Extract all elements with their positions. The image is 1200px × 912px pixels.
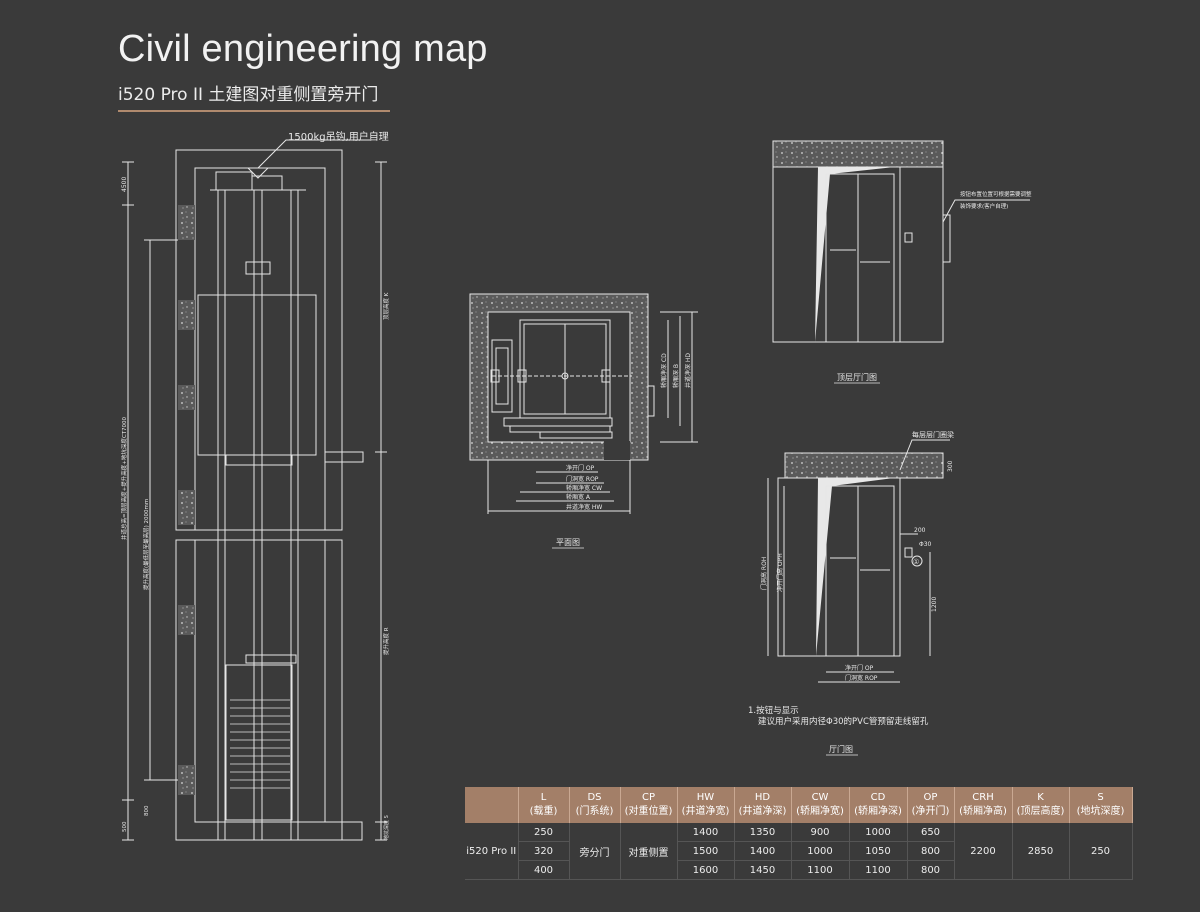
landing-dim-rop: 门洞宽 ROP — [845, 674, 878, 682]
note-line-2: 建议用户采用内径Φ30的PVC管预留走线留孔 — [758, 717, 929, 727]
cell-cw: 900 — [791, 823, 850, 842]
header-model — [465, 787, 519, 823]
cell-ds: 旁分门 — [569, 823, 621, 880]
cell-k: 2850 — [1012, 823, 1070, 880]
spec-table: L(载重) DS(门系统) CP(对重位置) HW(井道净宽) HD(井道净深)… — [465, 787, 1133, 880]
landing-door-caption: 厅门图 — [829, 744, 853, 754]
top-door-view — [772, 140, 1030, 343]
plan-dim-b: 轿厢深 B — [672, 364, 680, 388]
cell-s: 250 — [1069, 823, 1133, 880]
landing-dim-roh: 门洞高 ROH — [760, 557, 768, 590]
landing-door-callout: 每层层门圈梁 — [912, 430, 954, 439]
top-door-caption: 顶层厅门图 — [837, 372, 877, 382]
cell-hw: 1600 — [677, 860, 735, 880]
header-l: L(载重) — [518, 787, 570, 823]
cell-op: 650 — [907, 823, 955, 842]
page-subtitle: i520 Pro II 土建图对重侧置旁开门 — [118, 85, 379, 105]
plan-dim-hd: 井道净深 HD — [684, 353, 692, 388]
shaft-lower-outline — [175, 539, 343, 841]
shaft-upper-outline — [175, 149, 343, 531]
header-s: S(地坑深度) — [1069, 787, 1133, 823]
plan-dim-op: 净开门 OP — [566, 464, 595, 472]
page-title: Civil engineering map — [118, 28, 488, 70]
title-divider — [118, 110, 390, 112]
dim-4500: 4500 — [121, 177, 128, 192]
header-cw: CW(轿厢净宽) — [791, 787, 850, 823]
cell-hw: 1400 — [677, 823, 735, 842]
landing-dim-200: 200 — [914, 527, 926, 534]
header-op: OP(净开门) — [907, 787, 955, 823]
header-cp: CP(对重位置) — [620, 787, 678, 823]
landing-dim-op: 净开门 OP — [845, 664, 874, 672]
landing-marker: ① — [913, 558, 919, 566]
cell-hd: 1350 — [734, 823, 792, 842]
landing-dim-phi: Φ30 — [919, 541, 932, 548]
dim-500: 500 — [122, 821, 128, 832]
landing-dim-oph: 净开门高 OPH — [776, 553, 784, 592]
cell-cd: 1000 — [849, 823, 908, 842]
dim-800: 800 — [144, 805, 150, 816]
plan-dim-labels: 净开门 OP 门洞宽 ROP 轿厢净宽 CW 轿厢宽 A 井道净宽 HW 轿厢净… — [566, 353, 692, 511]
cell-cw: 1000 — [791, 841, 850, 861]
plan-view — [469, 293, 698, 514]
cell-l: 400 — [518, 860, 570, 880]
header-ds: DS(门系统) — [569, 787, 621, 823]
cell-cp: 对重侧置 — [620, 823, 678, 880]
table-row: i520 Pro II 250 旁分门 对重侧置 1400 1350 900 1… — [465, 823, 1133, 880]
plan-dim-hw: 井道净宽 HW — [566, 503, 602, 511]
cell-cd: 1100 — [849, 860, 908, 880]
cell-hw: 1500 — [677, 841, 735, 861]
plan-dim-a: 轿厢宽 A — [566, 493, 591, 501]
hook-label: 1500kg吊钩,用户自理 — [288, 130, 389, 143]
header-crh: CRH(轿厢净高) — [954, 787, 1013, 823]
cell-model: i520 Pro II — [465, 823, 519, 880]
cell-l: 250 — [518, 823, 570, 842]
landing-dim-1200: 1200 — [931, 597, 938, 612]
cell-crh: 2200 — [954, 823, 1013, 880]
cell-hd: 1450 — [734, 860, 792, 880]
dim-top-k: 顶层高度 K — [382, 292, 390, 320]
landing-door-view — [767, 439, 950, 683]
table-row: 320 1500 1400 1000 1050 800 — [465, 841, 1132, 861]
dim-s: 地坑深度 S — [383, 815, 390, 840]
plan-dim-cw: 轿厢净宽 CW — [566, 484, 602, 492]
cell-op: 800 — [907, 841, 955, 861]
section-view — [122, 139, 387, 841]
header-k: K(顶层高度) — [1012, 787, 1070, 823]
header-hd: HD(井道净深) — [734, 787, 792, 823]
note-line-1: 1.按钮与显示 — [748, 706, 799, 716]
dim-total-height: 井道总高=顶层高度+提升高度+地坑深度CT7000 — [120, 416, 128, 540]
cell-cw: 1100 — [791, 860, 850, 880]
cell-op: 800 — [907, 860, 955, 880]
cell-cd: 1050 — [849, 841, 908, 861]
landing-dim-300: 300 — [947, 460, 954, 472]
plan-dim-cd: 轿厢净深 CD — [660, 353, 668, 388]
plan-caption: 平面图 — [556, 538, 580, 547]
top-door-note2: 装饰要求(客户自理) — [960, 202, 1008, 210]
dim-r: 提升高度 R — [382, 627, 390, 655]
dim-travel: 提升高度(最低层至最高层) 2000mm — [142, 499, 150, 590]
plan-dim-rop: 门洞宽 ROP — [566, 475, 599, 483]
top-door-note1: 按钮布置位置可根据需要调整 — [960, 190, 1032, 198]
header-hw: HW(井道净宽) — [677, 787, 735, 823]
table-row: 400 1600 1450 1100 1100 800 — [465, 860, 1132, 880]
cell-hd: 1400 — [734, 841, 792, 861]
table-header-row: L(载重) DS(门系统) CP(对重位置) HW(井道净宽) HD(井道净深)… — [465, 787, 1133, 823]
cell-l: 320 — [518, 841, 570, 861]
header-cd: CD(轿厢净深) — [849, 787, 908, 823]
